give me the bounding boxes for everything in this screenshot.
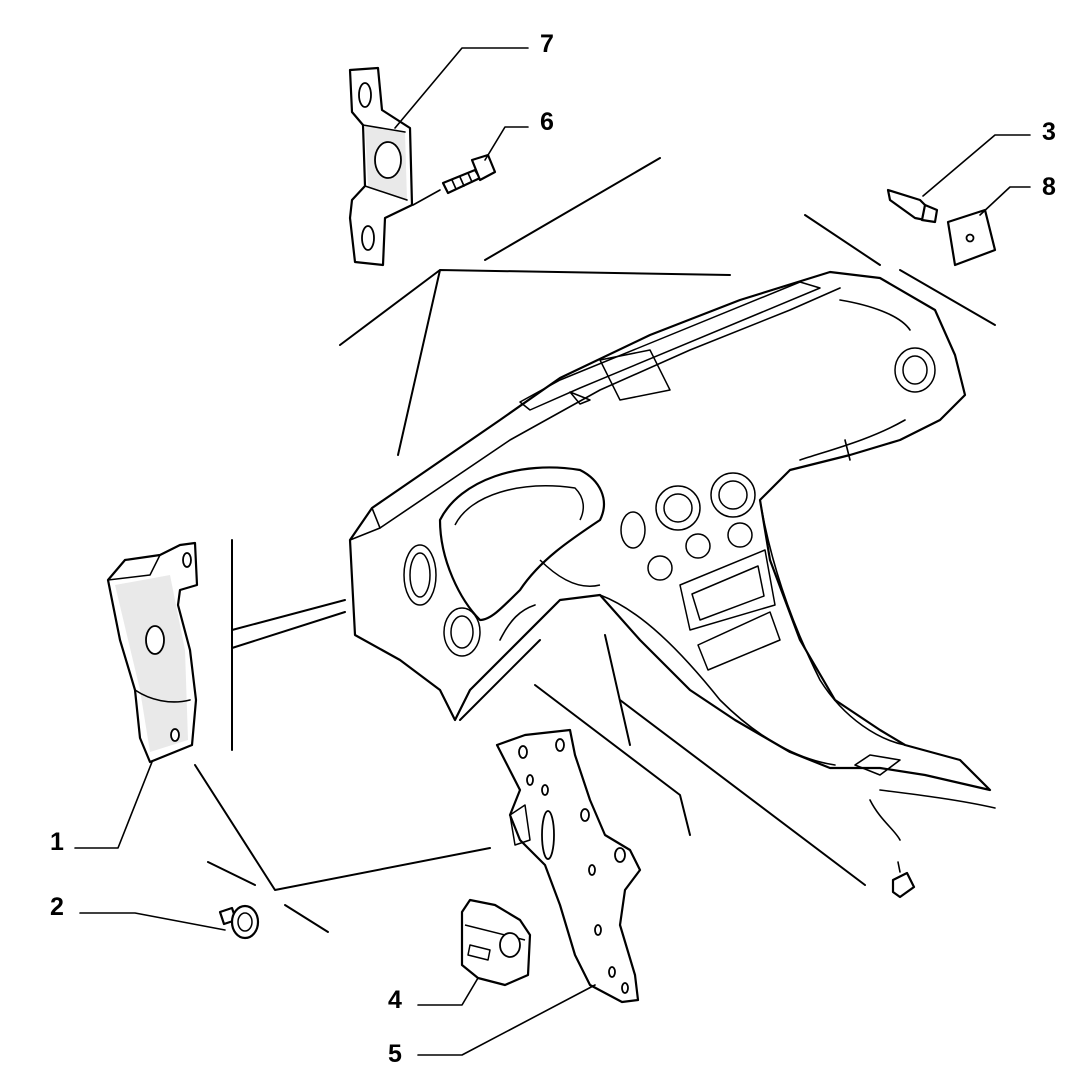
callout-6: 6 [540, 108, 554, 136]
callout-2: 2 [50, 893, 64, 921]
callout-labels: 7 6 3 8 1 2 4 5 [50, 30, 1056, 1068]
part-2-bolt [218, 904, 260, 940]
callout-7: 7 [540, 30, 554, 58]
dashboard-assembly [348, 270, 996, 899]
part-3-pin [886, 188, 939, 224]
reference-lines [194, 157, 996, 933]
callout-8: 8 [1042, 173, 1056, 201]
callout-5: 5 [388, 1040, 402, 1068]
callout-4: 4 [388, 986, 402, 1014]
part-6-screw [412, 153, 497, 206]
part-7-bracket [348, 66, 414, 267]
part-1-bracket [106, 541, 199, 764]
callout-3: 3 [1042, 118, 1056, 146]
part-4-clip [460, 898, 532, 987]
part-8-pad [946, 208, 997, 267]
part-5-bracket [495, 728, 642, 1004]
callout-leaders [74, 47, 1031, 1056]
callout-1: 1 [50, 828, 64, 856]
